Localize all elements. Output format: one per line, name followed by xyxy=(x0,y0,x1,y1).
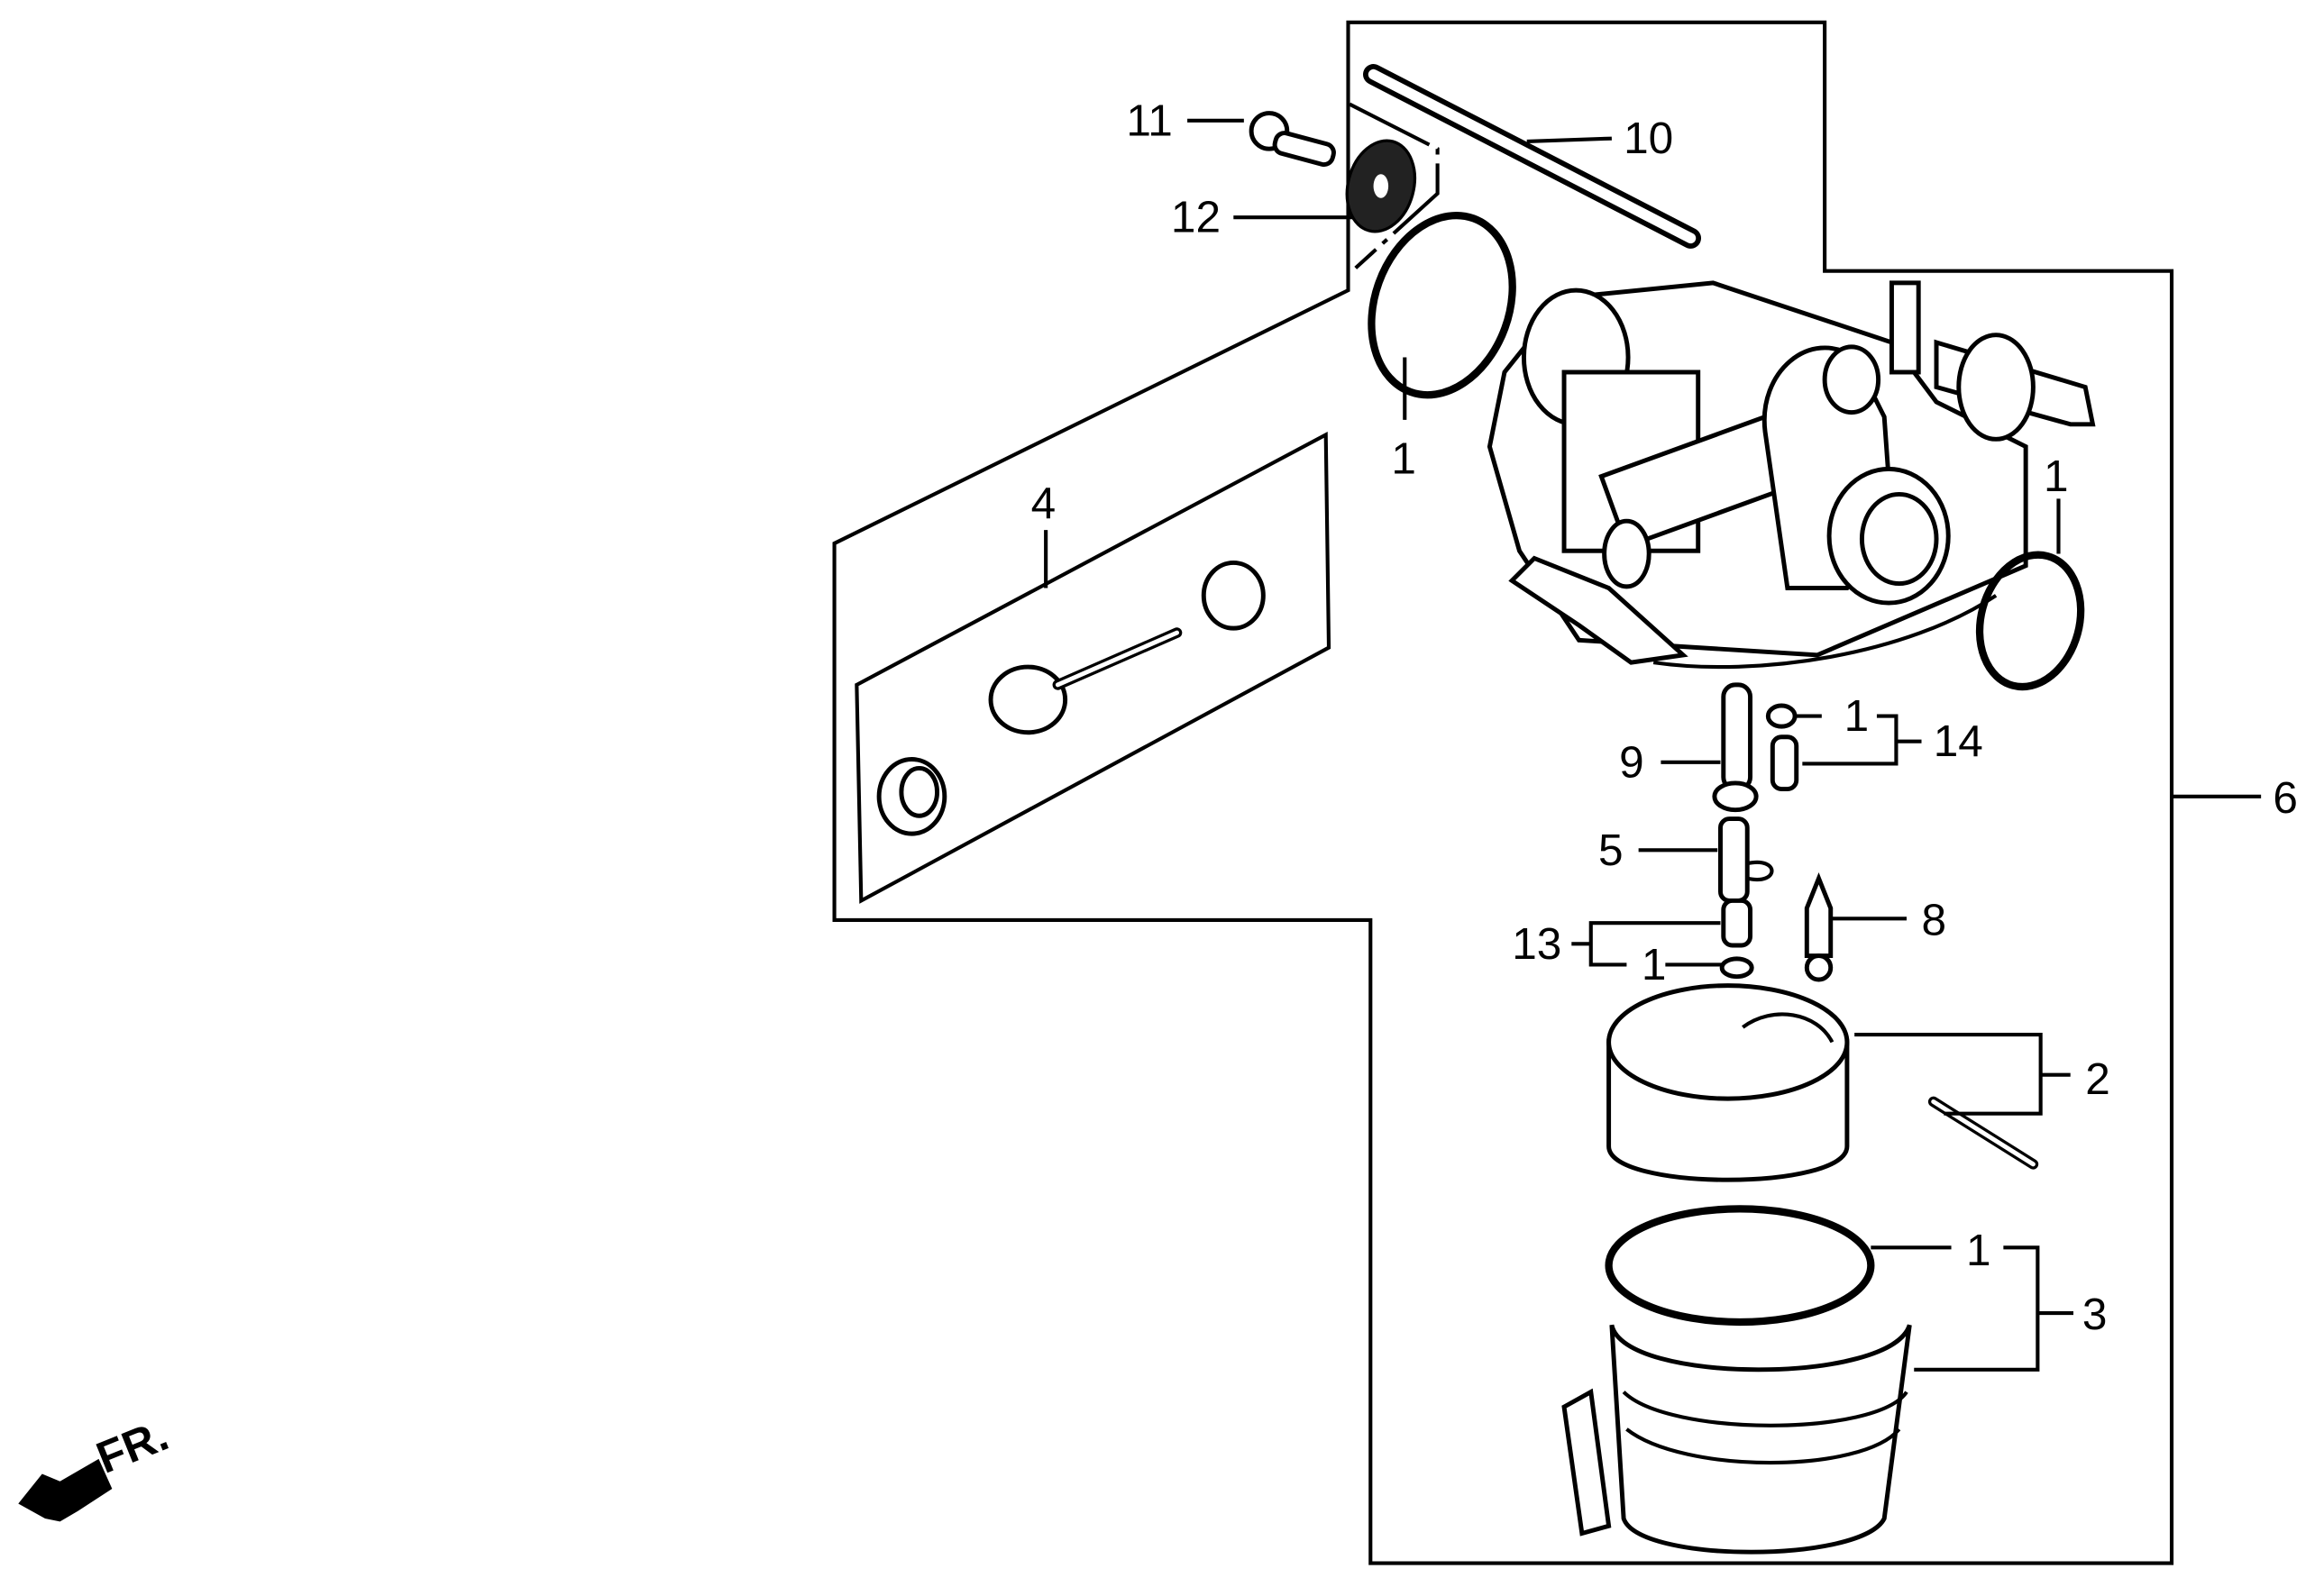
o-ring-part-1-right xyxy=(1975,551,2085,691)
bracket-13 xyxy=(1571,921,1721,967)
float-valve-part-8 xyxy=(1804,871,1834,982)
callout-4[interactable]: 4 xyxy=(1031,478,1057,528)
bracket-2 xyxy=(1854,1033,2071,1116)
valve-parts-4 xyxy=(876,560,1266,836)
jet-part-14 xyxy=(1765,703,1799,792)
callout-1c[interactable]: 1 xyxy=(1844,690,1870,741)
jet-part-13 xyxy=(1719,898,1754,980)
nozzle-part-9 xyxy=(1712,682,1759,813)
tube-part-10 xyxy=(1363,64,1702,249)
assembly-boundary-top xyxy=(1349,102,1440,269)
callout-13[interactable]: 13 xyxy=(1512,918,1561,969)
carburetor-body xyxy=(1487,280,2096,670)
callout-5[interactable]: 5 xyxy=(1598,825,1624,875)
spring-part-5 xyxy=(1718,816,1774,903)
o-ring-part-1-upper xyxy=(1368,211,1516,399)
float-part-2 xyxy=(1606,983,2039,1182)
callout-3[interactable]: 3 xyxy=(2082,1289,2108,1339)
float-chamber-part-3 xyxy=(1561,1205,1912,1555)
callout-2[interactable]: 2 xyxy=(2085,1053,2110,1104)
bracket-3 xyxy=(1914,1245,2074,1372)
callout-1d[interactable]: 1 xyxy=(1642,939,1667,990)
callout-6[interactable]: 6 xyxy=(2273,772,2298,823)
leader-10 xyxy=(1526,136,1612,144)
arrow-left-icon xyxy=(18,1458,113,1522)
callout-12[interactable]: 12 xyxy=(1171,192,1221,242)
callout-1a[interactable]: 1 xyxy=(1391,433,1416,483)
callout-10[interactable]: 10 xyxy=(1624,113,1673,163)
callout-14[interactable]: 14 xyxy=(1934,716,1983,766)
assembly-boundary-6 xyxy=(832,20,2174,1565)
washer-part-12 xyxy=(1345,139,1417,233)
callout-1e[interactable]: 1 xyxy=(1966,1225,1991,1275)
callout-1b[interactable]: 1 xyxy=(2044,451,2069,501)
screw-part-11 xyxy=(1249,111,1336,168)
front-direction-indicator: FR. xyxy=(18,1409,175,1522)
bracket-14 xyxy=(1802,714,1922,766)
callout-9[interactable]: 9 xyxy=(1619,736,1644,787)
callout-8[interactable]: 8 xyxy=(1922,894,1947,944)
subassembly-4-box xyxy=(855,431,1331,904)
callout-11[interactable]: 11 xyxy=(1126,95,1172,145)
